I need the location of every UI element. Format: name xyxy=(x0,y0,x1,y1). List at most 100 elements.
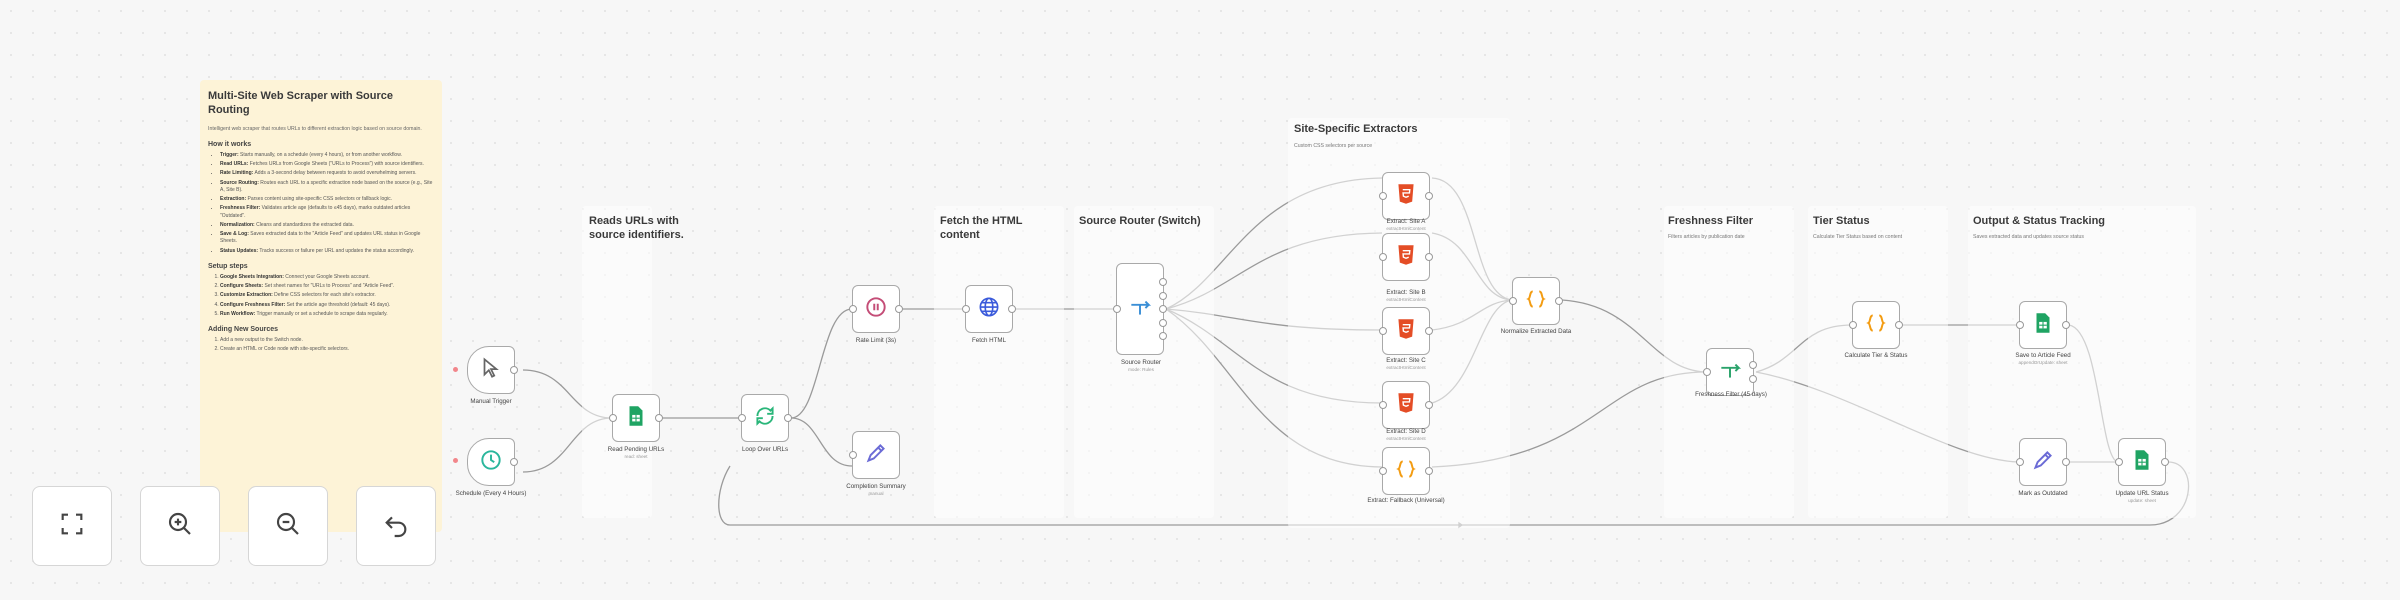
input-port[interactable] xyxy=(1379,192,1387,200)
input-port[interactable] xyxy=(1379,401,1387,409)
html-icon xyxy=(1393,242,1419,273)
pause-icon xyxy=(863,294,889,325)
input-port[interactable] xyxy=(738,414,746,422)
sticky-note[interactable]: Multi-Site Web Scraper with Source Routi… xyxy=(200,80,442,532)
node-loop-over-urls[interactable] xyxy=(738,394,792,442)
output-port[interactable] xyxy=(2062,321,2070,329)
node-source-router[interactable] xyxy=(1113,263,1167,355)
node-fetch-html[interactable] xyxy=(962,285,1016,333)
node-extract-site-a[interactable] xyxy=(1379,172,1433,220)
input-port[interactable] xyxy=(1379,253,1387,261)
input-port[interactable] xyxy=(1703,368,1711,376)
output-port[interactable] xyxy=(1425,327,1433,335)
output-port[interactable] xyxy=(1425,401,1433,409)
zoom-in-button[interactable] xyxy=(140,486,220,566)
node-extract-site-d[interactable] xyxy=(1379,381,1433,429)
output-port[interactable] xyxy=(1159,305,1167,313)
input-port[interactable] xyxy=(1379,467,1387,475)
output-port[interactable] xyxy=(1159,318,1167,327)
node-freshness-filter[interactable] xyxy=(1703,348,1757,396)
html-icon xyxy=(1393,316,1419,347)
node-label: Manual Trigger xyxy=(470,398,512,405)
input-port[interactable] xyxy=(849,305,857,313)
node-rate-limit[interactable] xyxy=(849,285,903,333)
input-port[interactable] xyxy=(2016,458,2024,466)
output-port[interactable] xyxy=(1008,305,1016,313)
section-reads xyxy=(582,206,652,518)
output-port[interactable] xyxy=(1895,321,1903,329)
list-item: Create an HTML or Code node with site-sp… xyxy=(220,346,434,353)
node-extract-site-b[interactable] xyxy=(1379,233,1433,281)
undo-button[interactable] xyxy=(356,486,436,566)
output-port[interactable] xyxy=(895,305,903,313)
input-port[interactable] xyxy=(1379,327,1387,335)
output-port[interactable] xyxy=(1159,332,1167,340)
zoom-out-icon xyxy=(272,508,304,545)
output-port[interactable] xyxy=(2161,458,2169,466)
list-item: Run Workflow: Trigger manually or set a … xyxy=(220,311,434,318)
output-port[interactable] xyxy=(1425,192,1433,200)
node-label: Extract: Fallback (Universal) xyxy=(1367,497,1445,504)
output-port[interactable] xyxy=(1159,278,1167,286)
input-port[interactable] xyxy=(1849,321,1857,329)
section-title-reads: Reads URLs with source identifiers. xyxy=(589,215,684,242)
list-item: Add a new output to the Switch node. xyxy=(220,337,434,344)
input-port[interactable] xyxy=(1509,297,1517,305)
section-title-fetch: Fetch the HTML content xyxy=(940,215,1023,242)
node-update-url-status[interactable] xyxy=(2115,438,2169,486)
section-sub-output: Saves extracted data and updates source … xyxy=(1973,234,2085,240)
output-port[interactable] xyxy=(1555,297,1563,305)
output-port[interactable] xyxy=(2062,458,2070,466)
node-schedule-trigger[interactable] xyxy=(467,438,518,486)
node-extract-fallback[interactable] xyxy=(1379,447,1433,495)
sheets-icon xyxy=(2030,310,2056,341)
output-port[interactable] xyxy=(1749,361,1757,370)
fit-view-button[interactable] xyxy=(32,486,112,566)
node-manual-trigger[interactable] xyxy=(467,346,518,394)
output-port[interactable] xyxy=(1749,374,1757,383)
node-save-article-feed[interactable] xyxy=(2016,301,2070,349)
node-read-pending-urls[interactable] xyxy=(609,394,663,442)
node-extract-site-c[interactable] xyxy=(1379,307,1433,355)
node-calculate-tier[interactable] xyxy=(1849,301,1903,349)
node-label: Loop Over URLs xyxy=(741,446,789,453)
input-port[interactable] xyxy=(2115,458,2123,466)
output-port[interactable] xyxy=(1159,291,1167,300)
node-mark-outdated[interactable] xyxy=(2016,438,2070,486)
section-sub-freshness: Filters articles by publication date xyxy=(1668,234,1745,240)
node-label: Calculate Tier & Status xyxy=(1844,352,1908,359)
zoom-out-button[interactable] xyxy=(248,486,328,566)
trigger-indicator xyxy=(453,458,458,463)
sticky-title: Multi-Site Web Scraper with Source Routi… xyxy=(208,90,393,116)
input-port[interactable] xyxy=(849,451,857,459)
input-port[interactable] xyxy=(609,414,617,422)
section-title-extractors: Site-Specific Extractors xyxy=(1294,123,1418,135)
input-port[interactable] xyxy=(1113,305,1121,313)
list-item: Normalization: Cleans and standardizes t… xyxy=(220,222,434,229)
node-normalize-data[interactable] xyxy=(1509,277,1563,325)
list-item: Extraction: Parses content using site-sp… xyxy=(220,196,434,203)
setup-steps-list: Google Sheets Integration: Connect your … xyxy=(208,274,434,318)
output-port[interactable] xyxy=(1425,467,1433,475)
output-port[interactable] xyxy=(784,414,792,422)
input-port[interactable] xyxy=(962,305,970,313)
cursor-icon xyxy=(478,355,504,386)
output-port[interactable] xyxy=(1425,253,1433,261)
adding-sources-list: Add a new output to the Switch node. Crea… xyxy=(208,337,434,354)
output-port[interactable] xyxy=(510,366,518,374)
output-port[interactable] xyxy=(655,414,663,422)
output-port[interactable] xyxy=(510,458,518,466)
pencil-icon xyxy=(2030,447,2056,478)
section-title-freshness: Freshness Filter xyxy=(1668,215,1753,227)
node-label: Schedule (Every 4 Hours) xyxy=(455,490,527,497)
list-item: Source Routing: Routes each URL to a spe… xyxy=(220,180,434,195)
list-item: Trigger: Starts manually, on a schedule … xyxy=(220,152,434,159)
list-item: Customize Extraction: Define CSS selecto… xyxy=(220,292,434,299)
node-completion-summary[interactable] xyxy=(849,431,900,479)
node-label: Mark as Outdated xyxy=(2018,490,2068,497)
input-port[interactable] xyxy=(2016,321,2024,329)
list-item: Read URLs: Fetches URLs from Google Shee… xyxy=(220,161,434,168)
